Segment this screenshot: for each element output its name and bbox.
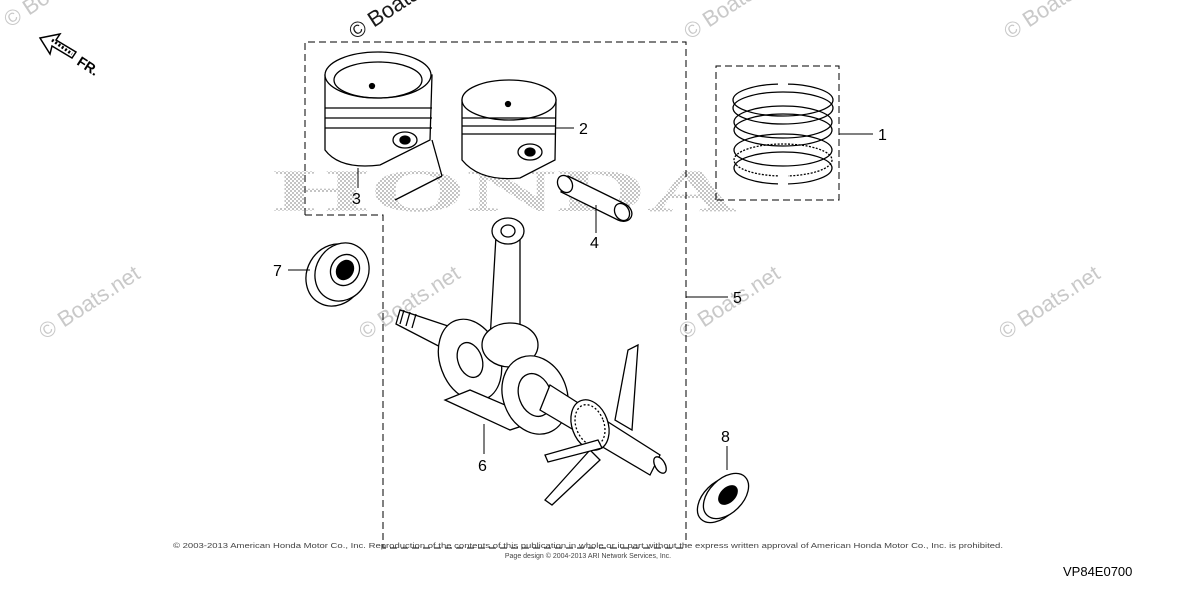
front-direction-arrow-icon: FR. — [38, 32, 102, 79]
watermark: © Boats.net — [34, 260, 144, 344]
watermark: © Boats.net — [0, 0, 109, 32]
piston-kit-bracket — [304, 41, 687, 549]
callout-7: 7 — [273, 263, 282, 280]
piston-ring-set — [732, 76, 834, 188]
callout-3: 3 — [352, 191, 361, 208]
piston-pin — [556, 174, 633, 222]
watermark: © Boats.net — [674, 260, 784, 344]
callout-6: 6 — [478, 458, 487, 475]
crankshaft — [395, 217, 667, 506]
callout-leaders — [288, 127, 873, 470]
callout-2: 2 — [579, 121, 588, 138]
oil-seal-lower — [696, 472, 750, 524]
watermark: © Boats.net — [679, 0, 789, 44]
callout-1: 1 — [878, 127, 887, 144]
watermark: © Boats.net — [344, 0, 454, 44]
piston-standard — [324, 51, 443, 201]
piston-ring-bracket — [715, 65, 840, 201]
watermark: © Boats.net — [999, 0, 1109, 44]
watermark: © Boats.net — [994, 260, 1104, 344]
page-design-line: Page design © 2004-2013 ARI Network Serv… — [505, 552, 671, 560]
oil-seal-upper — [305, 242, 370, 307]
callout-4: 4 — [590, 235, 599, 252]
copyright-line: © 2003-2013 American Honda Motor Co., In… — [173, 542, 1003, 550]
diagram-code: VP84E0700 — [1063, 564, 1132, 579]
callout-5: 5 — [733, 290, 742, 307]
piston-oversize — [461, 79, 557, 180]
front-label: FR. — [74, 53, 102, 79]
callout-8: 8 — [721, 429, 730, 446]
